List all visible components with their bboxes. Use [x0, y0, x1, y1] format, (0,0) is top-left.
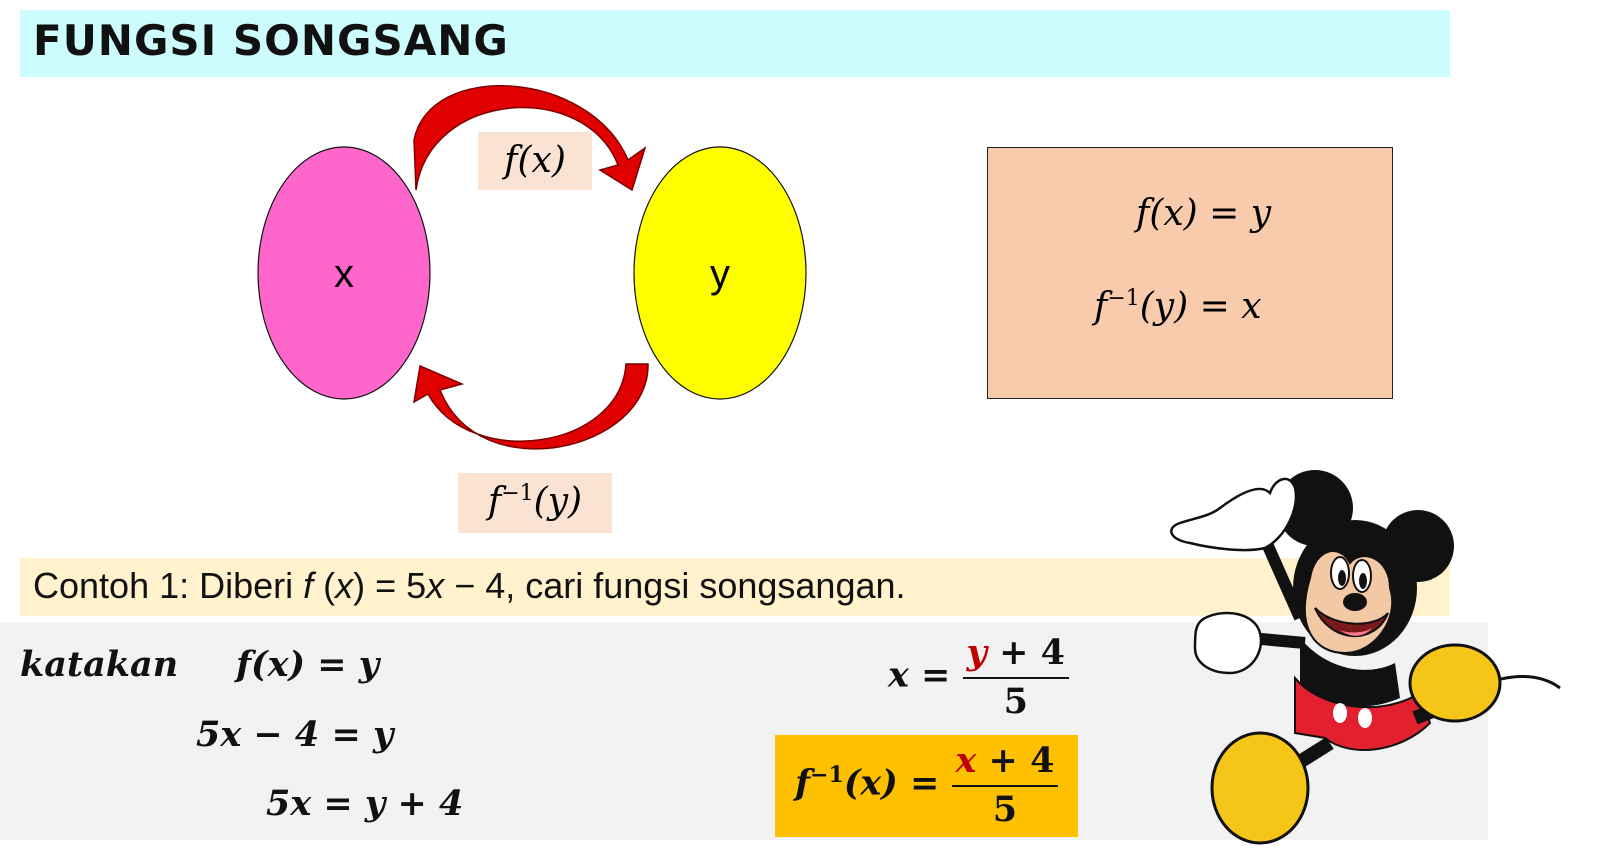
step-4-lhs: x =: [888, 654, 951, 696]
example-suffix: − 4, cari fungsi songsangan.: [444, 565, 906, 606]
working-step-1-equation: f(x) = y: [236, 644, 380, 685]
mapping-diagram: [257, 85, 807, 450]
step-4-denominator: 5: [1003, 681, 1028, 722]
result-fraction: x + 4 5: [951, 740, 1059, 830]
domain-ellipse: [257, 146, 431, 400]
result-denominator: 5: [992, 789, 1018, 830]
result-numerator: x + 4: [951, 740, 1059, 787]
inverse-label-sup: −1: [501, 481, 534, 506]
inverse-label-arg: (y): [533, 481, 583, 522]
step-4-fraction: y + 4 5: [962, 632, 1069, 722]
working-step-3: 5x = y + 4: [266, 783, 464, 824]
title-banner: [20, 10, 1450, 77]
inverse-label-base: f: [487, 481, 502, 522]
working-step-2: 5x − 4 = y: [196, 714, 394, 755]
definition-box: [987, 147, 1393, 399]
example-paren: (: [313, 565, 336, 606]
working-step-4: x = y + 4 5: [888, 632, 1069, 722]
example-f: f: [303, 565, 314, 606]
result-num-rest: + 4: [976, 740, 1055, 781]
step-4-numerator: y + 4: [962, 632, 1069, 679]
example-x: x: [335, 565, 354, 606]
inverse-arrow: [413, 363, 649, 450]
definition-line-2-rest: (y) = x: [1139, 286, 1262, 327]
page-title: FUNGSI SONGSANG: [33, 16, 509, 65]
result-num-var: x: [955, 740, 977, 781]
definition-line-1: f(x) = y: [1136, 193, 1272, 234]
domain-label: x: [334, 252, 354, 296]
definition-line-2-sup: −1: [1107, 286, 1140, 311]
inverse-label: f−1(y): [458, 481, 612, 522]
result-lhs-base: f: [795, 762, 811, 804]
cartoon-mascot-image: [1170, 470, 1561, 845]
forward-arrow: [413, 85, 647, 192]
example-x2: x: [426, 565, 445, 606]
definition-line-2-base: f: [1094, 286, 1108, 327]
codomain-label: y: [710, 252, 730, 296]
forward-label: f(x): [504, 140, 566, 181]
result-equation: f−1(x) = x + 4 5: [795, 740, 1059, 830]
example-question: Contoh 1: Diberi f (x) = 5x − 4, cari fu…: [33, 565, 906, 607]
result-lhs-rest: (x) =: [843, 762, 940, 804]
inverse-label-box: [458, 473, 612, 533]
codomain-ellipse: [633, 146, 807, 400]
step-4-num-var: y: [966, 632, 987, 673]
working-step-1-word: katakan: [20, 644, 179, 685]
example-banner: [20, 558, 1450, 616]
definition-line-2: f−1(y) = x: [1094, 286, 1262, 327]
step-4-num-rest: + 4: [986, 632, 1065, 673]
forward-label-box: [478, 132, 592, 190]
example-prefix: Contoh 1: Diberi: [33, 565, 304, 606]
result-lhs-sup: −1: [810, 761, 844, 788]
example-mid: ) = 5: [353, 565, 427, 606]
